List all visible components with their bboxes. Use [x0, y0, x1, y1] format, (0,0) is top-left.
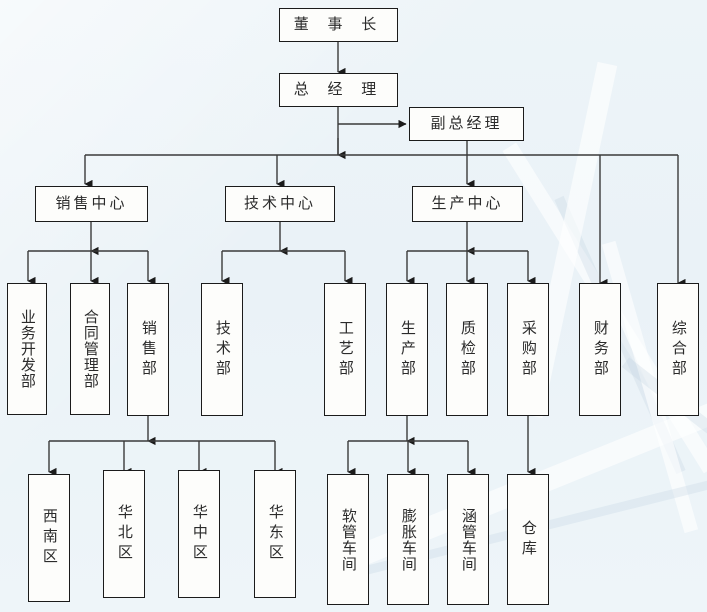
node-purchasing-dept[interactable]: 采购部 [507, 283, 549, 416]
node-contract-mgmt-dept[interactable]: 合同管理部 [70, 283, 110, 415]
node-region-east[interactable]: 华东区 [254, 470, 296, 598]
node-business-dev-dept[interactable]: 业务开发部 [7, 283, 47, 415]
node-chairman[interactable]: 董 事 长 [279, 8, 398, 42]
node-deputy-general-manager[interactable]: 副总经理 [409, 107, 524, 141]
node-quality-dept[interactable]: 质检部 [446, 283, 488, 416]
node-finance-dept[interactable]: 财务部 [579, 283, 621, 416]
node-tech-center[interactable]: 技术中心 [225, 186, 335, 222]
node-sales-center[interactable]: 销售中心 [35, 186, 148, 222]
node-production-dept[interactable]: 生产部 [386, 283, 428, 416]
node-warehouse[interactable]: 仓库 [507, 474, 549, 605]
node-expansion-workshop[interactable]: 膨胀车间 [387, 474, 429, 605]
node-region-southwest[interactable]: 西南区 [28, 474, 70, 602]
node-sales-dept[interactable]: 销售部 [127, 283, 169, 416]
node-region-central[interactable]: 华中区 [178, 470, 220, 598]
node-culvert-workshop[interactable]: 涵管车间 [447, 474, 489, 605]
node-process-dept[interactable]: 工艺部 [324, 283, 366, 416]
node-general-affairs-dept[interactable]: 综合部 [657, 283, 699, 416]
node-production-center[interactable]: 生产中心 [412, 186, 523, 222]
node-hose-workshop[interactable]: 软管车间 [327, 474, 369, 605]
node-region-north[interactable]: 华北区 [103, 470, 145, 598]
node-tech-dept[interactable]: 技术部 [201, 283, 243, 416]
node-general-manager[interactable]: 总 经 理 [279, 73, 398, 107]
